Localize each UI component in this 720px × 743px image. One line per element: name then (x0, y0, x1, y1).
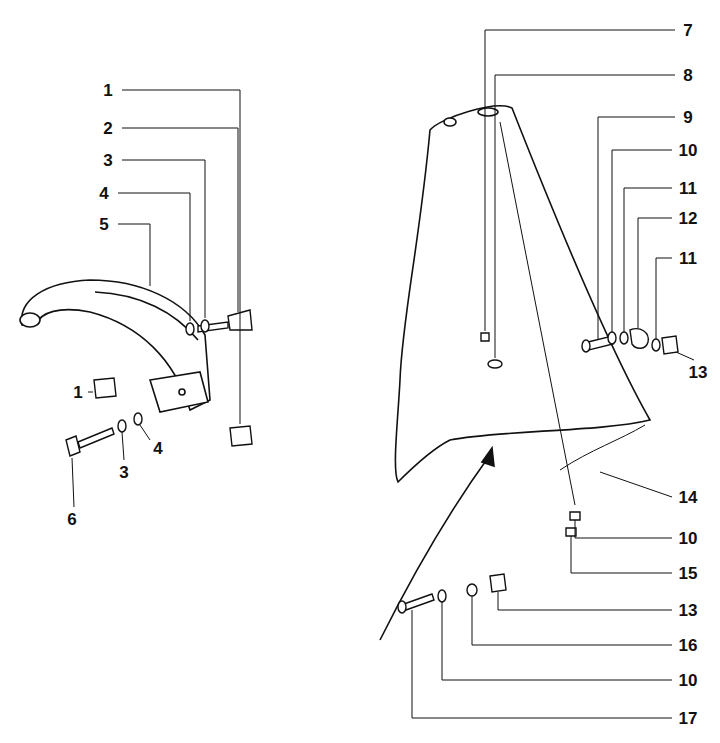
leg-shield (560, 425, 645, 470)
fasteners-right (467, 584, 477, 596)
leader-lines (638, 218, 672, 328)
callout-number: 15 (677, 564, 700, 583)
callout-number: 10 (677, 141, 700, 160)
callout-number: 5 (97, 215, 110, 234)
leg-shield (500, 122, 575, 505)
leader-lines (612, 150, 672, 332)
leader-lines (624, 188, 672, 332)
fasteners-right (490, 574, 506, 592)
leader-lines (412, 610, 672, 718)
leader-lines (575, 520, 672, 538)
callout-number: 4 (151, 439, 164, 458)
leader-lines (118, 224, 150, 286)
leader-lines (498, 592, 672, 610)
leader-lines (88, 392, 93, 393)
fasteners-right (404, 594, 434, 610)
leader-lines (600, 472, 672, 497)
leg-shield (444, 118, 456, 126)
fasteners-left (66, 436, 80, 456)
leader-lines (118, 193, 190, 321)
callout-number: 2 (101, 119, 114, 138)
leader-lines (472, 596, 672, 645)
fasteners-left (230, 426, 252, 446)
fasteners-right (398, 601, 406, 613)
fasteners-left (94, 378, 116, 398)
callout-number: 1 (71, 383, 84, 402)
front-fender (150, 372, 208, 412)
leg-shield (380, 106, 650, 640)
leg-shield (482, 448, 494, 466)
callout-number: 17 (677, 709, 700, 728)
leader-lines (656, 258, 672, 339)
callout-number: 3 (117, 463, 130, 482)
leader-lines (122, 160, 205, 318)
callout-number: 8 (681, 66, 694, 85)
leader-lines (598, 117, 675, 340)
fasteners-right (582, 340, 590, 352)
callout-number: 16 (677, 636, 700, 655)
front-fender (179, 389, 185, 395)
callout-number: 13 (677, 601, 700, 620)
leader-lines (140, 425, 150, 440)
front-fender (20, 313, 40, 327)
fasteners-right (438, 590, 446, 602)
callout-number: 11 (677, 179, 699, 198)
callout-number: 6 (65, 510, 78, 529)
fasteners-left (134, 413, 142, 425)
fasteners-left (201, 320, 209, 332)
leader-lines (72, 30, 694, 718)
leader-lines (495, 75, 675, 358)
fasteners-right (488, 360, 502, 368)
leader-lines (122, 128, 238, 312)
callout-number: 13 (687, 363, 710, 382)
callout-number: 10 (677, 671, 700, 690)
leader-lines (72, 458, 74, 507)
fasteners-left (66, 310, 252, 456)
front-fender (20, 280, 210, 412)
fasteners-right (398, 329, 678, 613)
fasteners-left (118, 420, 126, 432)
fasteners-right (662, 336, 678, 354)
callout-number: 12 (677, 209, 700, 228)
leader-lines (571, 536, 672, 573)
fasteners-right (570, 512, 580, 520)
callout-number: 4 (97, 184, 110, 203)
front-fender (22, 280, 210, 410)
callout-number: 1 (101, 81, 114, 100)
leader-lines (122, 90, 240, 424)
callout-number: 11 (677, 249, 699, 268)
leader-lines (676, 352, 694, 360)
fasteners-right (608, 332, 616, 344)
callout-number: 9 (681, 108, 694, 127)
fasteners-right (481, 333, 489, 341)
fasteners-right (620, 332, 628, 344)
leader-lines (442, 602, 672, 680)
leader-lines (122, 432, 124, 460)
fasteners-left (186, 323, 194, 335)
fasteners-left (78, 428, 114, 448)
callout-number: 3 (101, 151, 114, 170)
front-fender (95, 292, 198, 340)
fasteners-right (630, 329, 648, 349)
callout-number: 14 (677, 488, 700, 507)
callout-number: 10 (677, 529, 700, 548)
callout-number: 7 (681, 21, 694, 40)
fasteners-right (652, 339, 660, 351)
leg-shield (380, 455, 490, 640)
